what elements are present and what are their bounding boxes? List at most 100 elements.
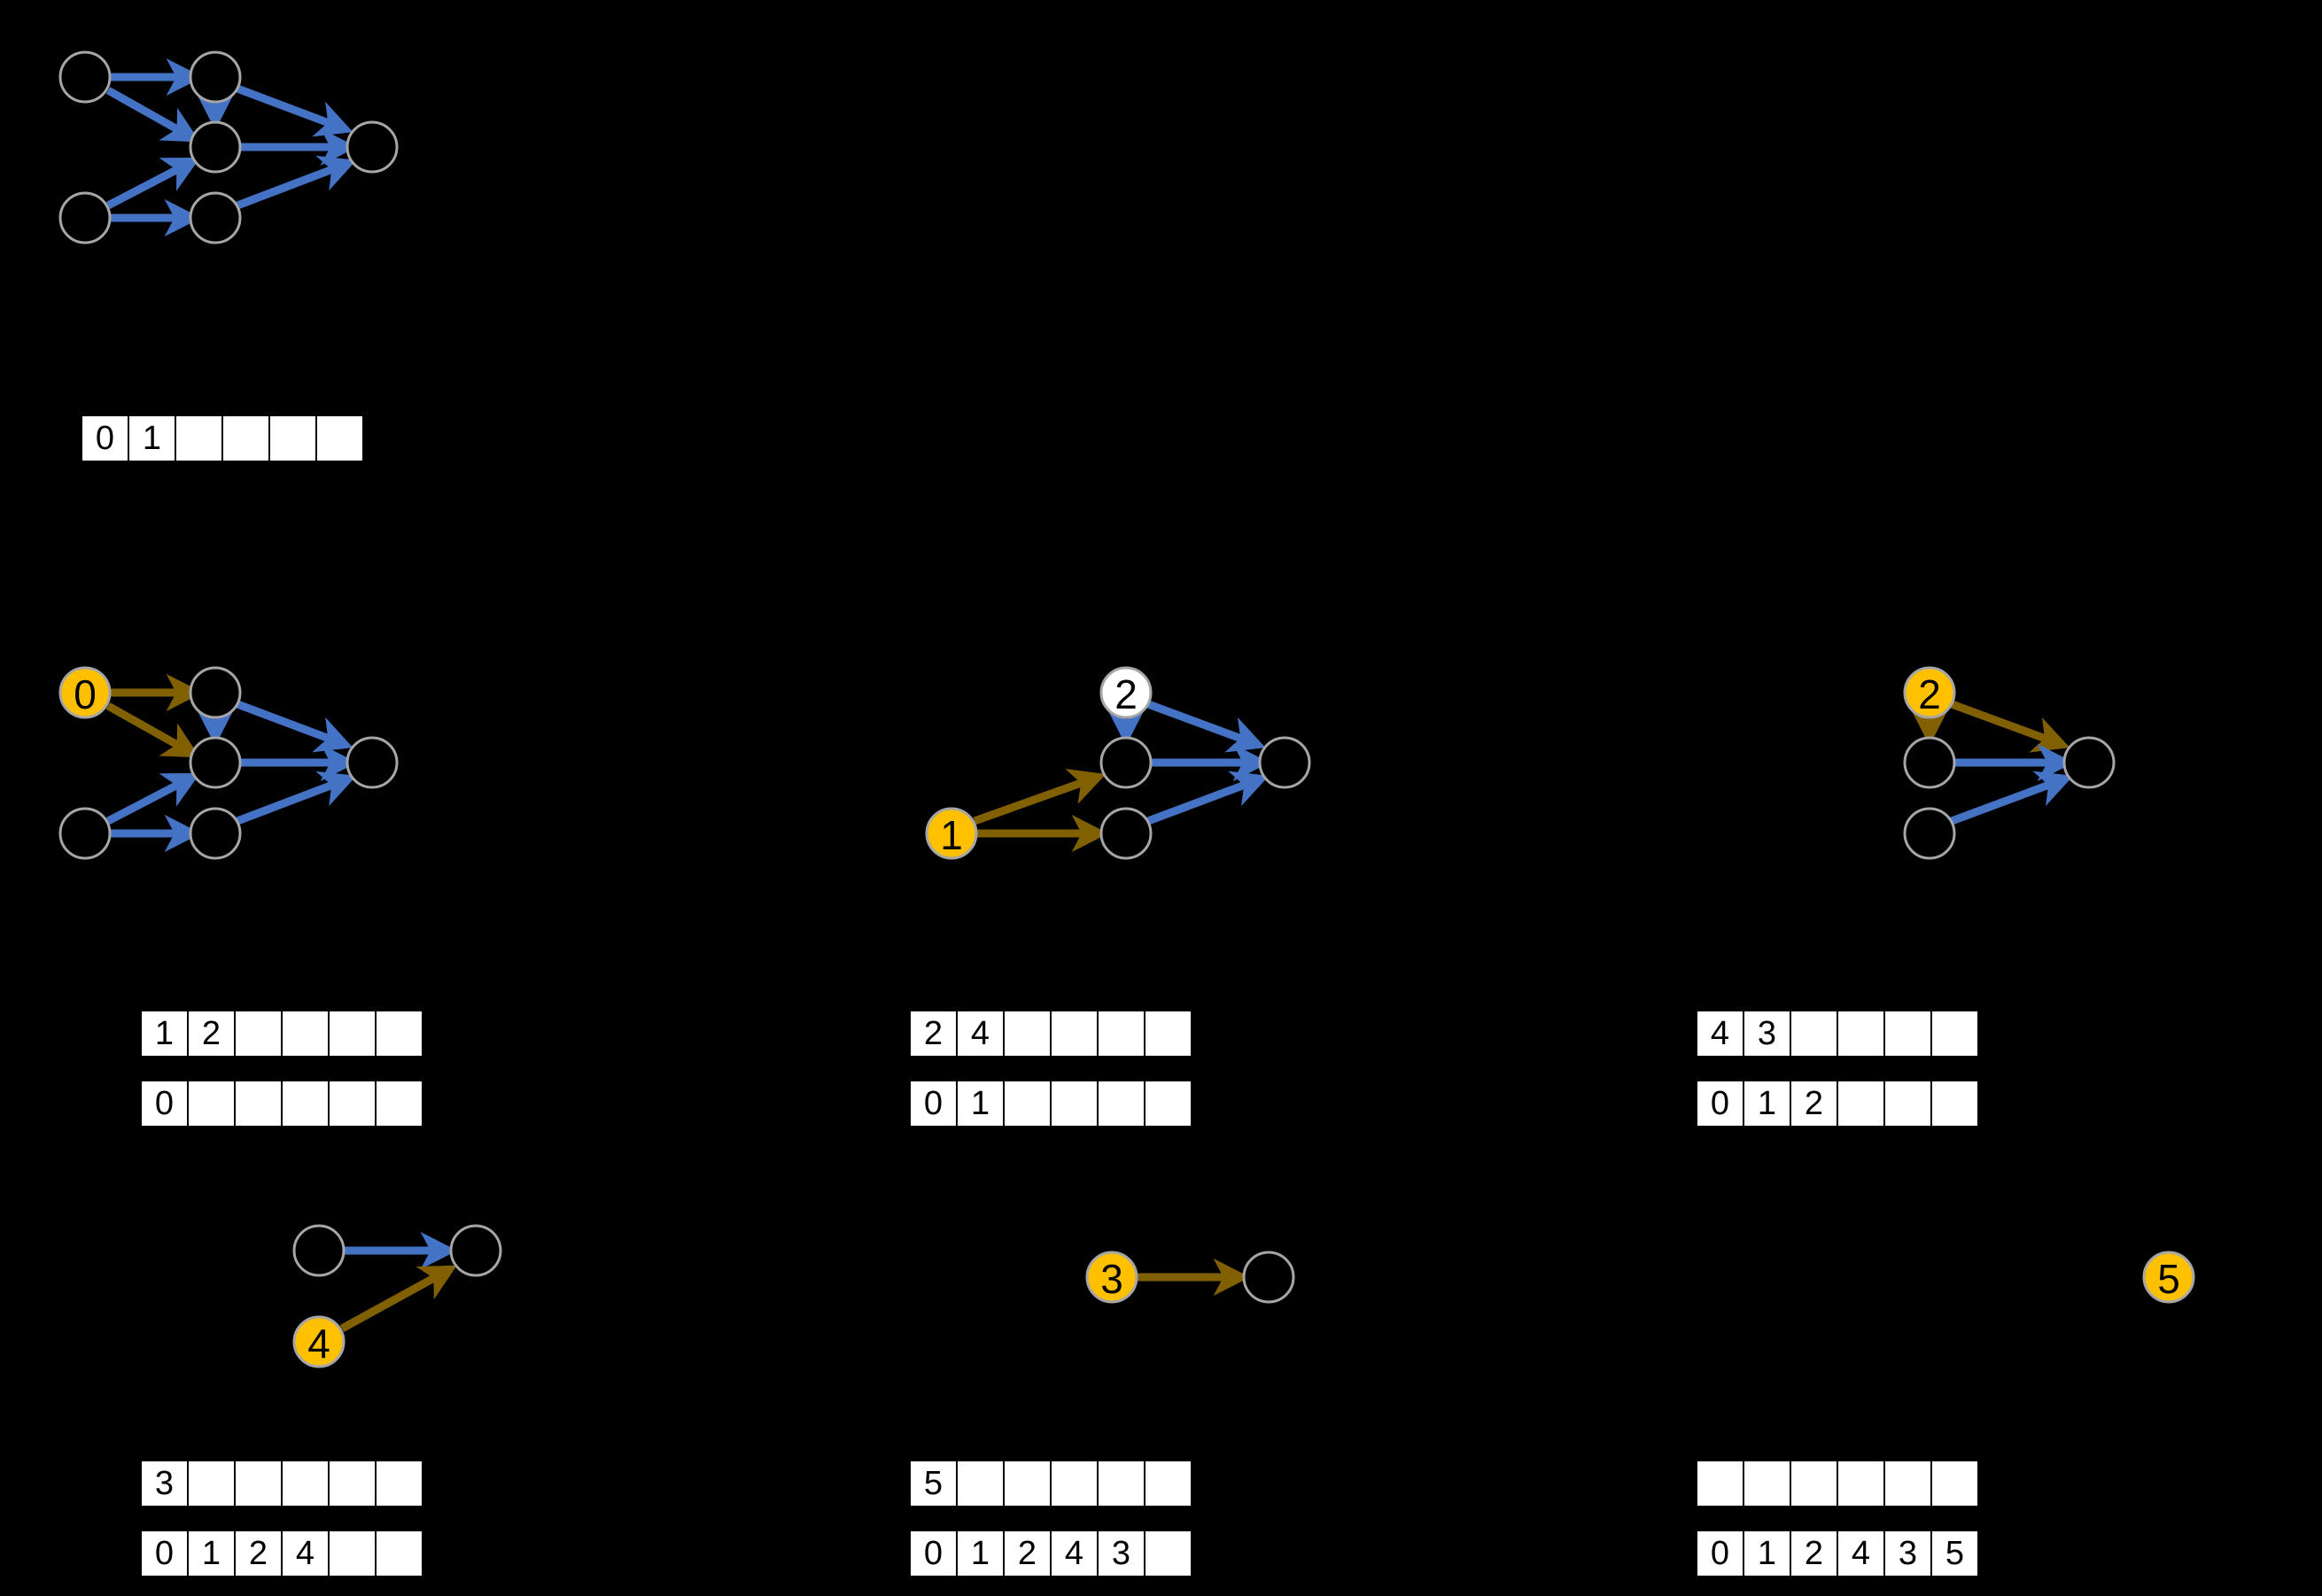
result-cell[interactable]: [1097, 1080, 1145, 1127]
queue-cell[interactable]: [375, 1010, 423, 1058]
queue-cell[interactable]: [1743, 1460, 1791, 1507]
queue-cell[interactable]: [1837, 1010, 1885, 1058]
queue-cell[interactable]: [315, 414, 364, 462]
result-cell[interactable]: 0: [1696, 1080, 1744, 1127]
graph-node[interactable]: [449, 1224, 502, 1277]
result-cell[interactable]: [328, 1080, 377, 1127]
graph-node[interactable]: [189, 666, 242, 719]
result-cell[interactable]: 2: [234, 1530, 283, 1577]
result-cell[interactable]: [234, 1080, 283, 1127]
graph-node[interactable]: [1258, 736, 1311, 789]
graph-node-active[interactable]: [1903, 666, 1956, 719]
queue-cell[interactable]: [268, 414, 317, 462]
result-cell[interactable]: [1144, 1080, 1192, 1127]
result-cell[interactable]: 2: [1003, 1530, 1052, 1577]
result-cell[interactable]: 1: [956, 1530, 1005, 1577]
graph-node[interactable]: [346, 736, 399, 789]
queue-cell[interactable]: [1837, 1460, 1885, 1507]
graph-node[interactable]: [292, 1224, 346, 1277]
graph-node[interactable]: [189, 807, 242, 860]
queue-cell[interactable]: [328, 1460, 377, 1507]
result-cell[interactable]: 4: [1050, 1530, 1099, 1577]
queue-cell[interactable]: [1790, 1460, 1838, 1507]
queue-cell[interactable]: [1696, 1460, 1744, 1507]
result-cell[interactable]: 2: [1790, 1530, 1838, 1577]
queue-cell[interactable]: [1097, 1010, 1145, 1058]
queue-cell[interactable]: [175, 414, 223, 462]
graph-node[interactable]: [58, 191, 112, 244]
queue-cell[interactable]: [375, 1460, 423, 1507]
graph-node-active[interactable]: [58, 666, 112, 719]
result-cell[interactable]: 5: [1930, 1530, 1979, 1577]
graph-node-active[interactable]: [2142, 1251, 2195, 1304]
result-cell[interactable]: 1: [1743, 1530, 1791, 1577]
graph-node-active[interactable]: [1085, 1251, 1138, 1304]
queue-cell[interactable]: 5: [909, 1460, 958, 1507]
queue-cell[interactable]: [328, 1010, 377, 1058]
queue-cell[interactable]: [1097, 1460, 1145, 1507]
graph-node[interactable]: [1903, 807, 1956, 860]
queue-cell[interactable]: 4: [956, 1010, 1005, 1058]
graph-node[interactable]: [1903, 736, 1956, 789]
queue-cell[interactable]: 3: [140, 1460, 189, 1507]
graph-node[interactable]: [1099, 736, 1153, 789]
graph-node[interactable]: [1099, 807, 1153, 860]
result-cell[interactable]: [1883, 1080, 1932, 1127]
graph-node[interactable]: [58, 50, 112, 104]
result-cell[interactable]: [1930, 1080, 1979, 1127]
result-cell[interactable]: 4: [1837, 1530, 1885, 1577]
result-cell[interactable]: [328, 1530, 377, 1577]
result-cell[interactable]: 1: [1743, 1080, 1791, 1127]
graph-node-white[interactable]: [1099, 666, 1153, 719]
queue-cell[interactable]: [1003, 1010, 1052, 1058]
queue-cell[interactable]: [1883, 1460, 1932, 1507]
queue-cell[interactable]: 4: [1696, 1010, 1744, 1058]
graph-node-active[interactable]: [292, 1315, 346, 1368]
queue-cell[interactable]: [1144, 1010, 1192, 1058]
graph-node[interactable]: [189, 736, 242, 789]
queue-cell[interactable]: [221, 414, 270, 462]
result-cell[interactable]: 1: [187, 1530, 236, 1577]
queue-cell[interactable]: 1: [128, 414, 176, 462]
queue-cell[interactable]: [1930, 1010, 1979, 1058]
queue-cell[interactable]: 2: [909, 1010, 958, 1058]
queue-cell[interactable]: 0: [81, 414, 129, 462]
graph-node[interactable]: [346, 120, 399, 174]
result-cell[interactable]: [1144, 1530, 1192, 1577]
graph-node[interactable]: [2062, 736, 2116, 789]
queue-cell[interactable]: [1883, 1010, 1932, 1058]
graph-node[interactable]: [1242, 1251, 1295, 1304]
result-cell[interactable]: 0: [1696, 1530, 1744, 1577]
queue-cell[interactable]: [1790, 1010, 1838, 1058]
graph-node[interactable]: [189, 191, 242, 244]
result-cell[interactable]: 0: [140, 1080, 189, 1127]
queue-cell[interactable]: [187, 1460, 236, 1507]
graph-node[interactable]: [58, 807, 112, 860]
graph-node[interactable]: [189, 120, 242, 174]
result-cell[interactable]: 0: [909, 1080, 958, 1127]
result-cell[interactable]: 2: [1790, 1080, 1838, 1127]
result-cell[interactable]: [375, 1080, 423, 1127]
result-cell[interactable]: [1837, 1080, 1885, 1127]
result-cell[interactable]: 3: [1883, 1530, 1932, 1577]
queue-cell[interactable]: [1050, 1460, 1099, 1507]
result-cell[interactable]: [1003, 1080, 1052, 1127]
queue-cell[interactable]: 3: [1743, 1010, 1791, 1058]
queue-cell[interactable]: [1930, 1460, 1979, 1507]
result-cell[interactable]: [1050, 1080, 1099, 1127]
result-cell[interactable]: 4: [281, 1530, 330, 1577]
queue-cell[interactable]: [234, 1460, 283, 1507]
queue-cell[interactable]: [1003, 1460, 1052, 1507]
queue-cell[interactable]: [281, 1460, 330, 1507]
result-cell[interactable]: 0: [909, 1530, 958, 1577]
queue-cell[interactable]: [956, 1460, 1005, 1507]
result-cell[interactable]: 1: [956, 1080, 1005, 1127]
result-cell[interactable]: [187, 1080, 236, 1127]
result-cell[interactable]: 0: [140, 1530, 189, 1577]
queue-cell[interactable]: [234, 1010, 283, 1058]
graph-node-active[interactable]: [925, 807, 978, 860]
result-cell[interactable]: [375, 1530, 423, 1577]
queue-cell[interactable]: 2: [187, 1010, 236, 1058]
result-cell[interactable]: 3: [1097, 1530, 1145, 1577]
graph-node[interactable]: [189, 50, 242, 104]
